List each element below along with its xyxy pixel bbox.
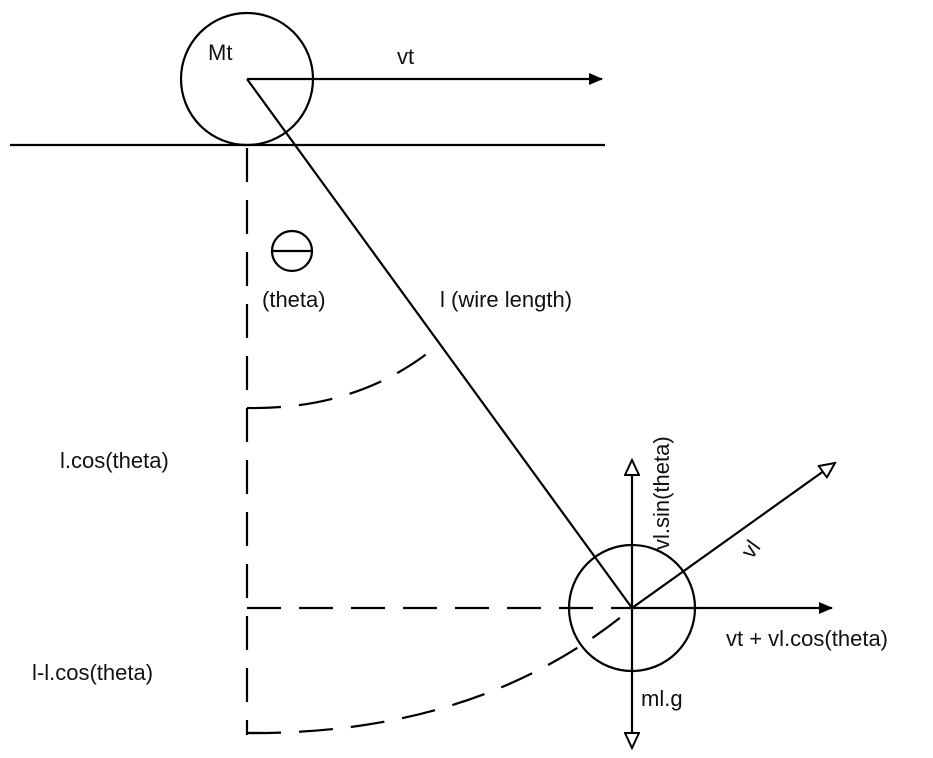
vl-label: vl — [736, 535, 766, 563]
theta-angle-arc — [246, 344, 439, 410]
l-cos-label: l.cos(theta) — [60, 448, 169, 473]
load-velocity-vector — [631, 463, 835, 609]
trolley-velocity-label: vt — [397, 44, 414, 69]
wire-length-label: l (wire length) — [440, 287, 572, 312]
trolley-mass-label: Mt — [208, 40, 232, 65]
wire-line — [246, 78, 633, 609]
theta-symbol-icon — [270, 229, 314, 273]
l-minus-l-cos-label: l-l.cos(theta) — [32, 660, 153, 685]
load-swing-arc — [246, 607, 633, 735]
vt-plus-vl-cos-label: vt + vl.cos(theta) — [726, 626, 888, 651]
vl-sin-label: vl.sin(theta) — [649, 436, 674, 550]
ml-g-label: ml.g — [641, 686, 683, 711]
theta-word-label: (theta) — [262, 287, 326, 312]
